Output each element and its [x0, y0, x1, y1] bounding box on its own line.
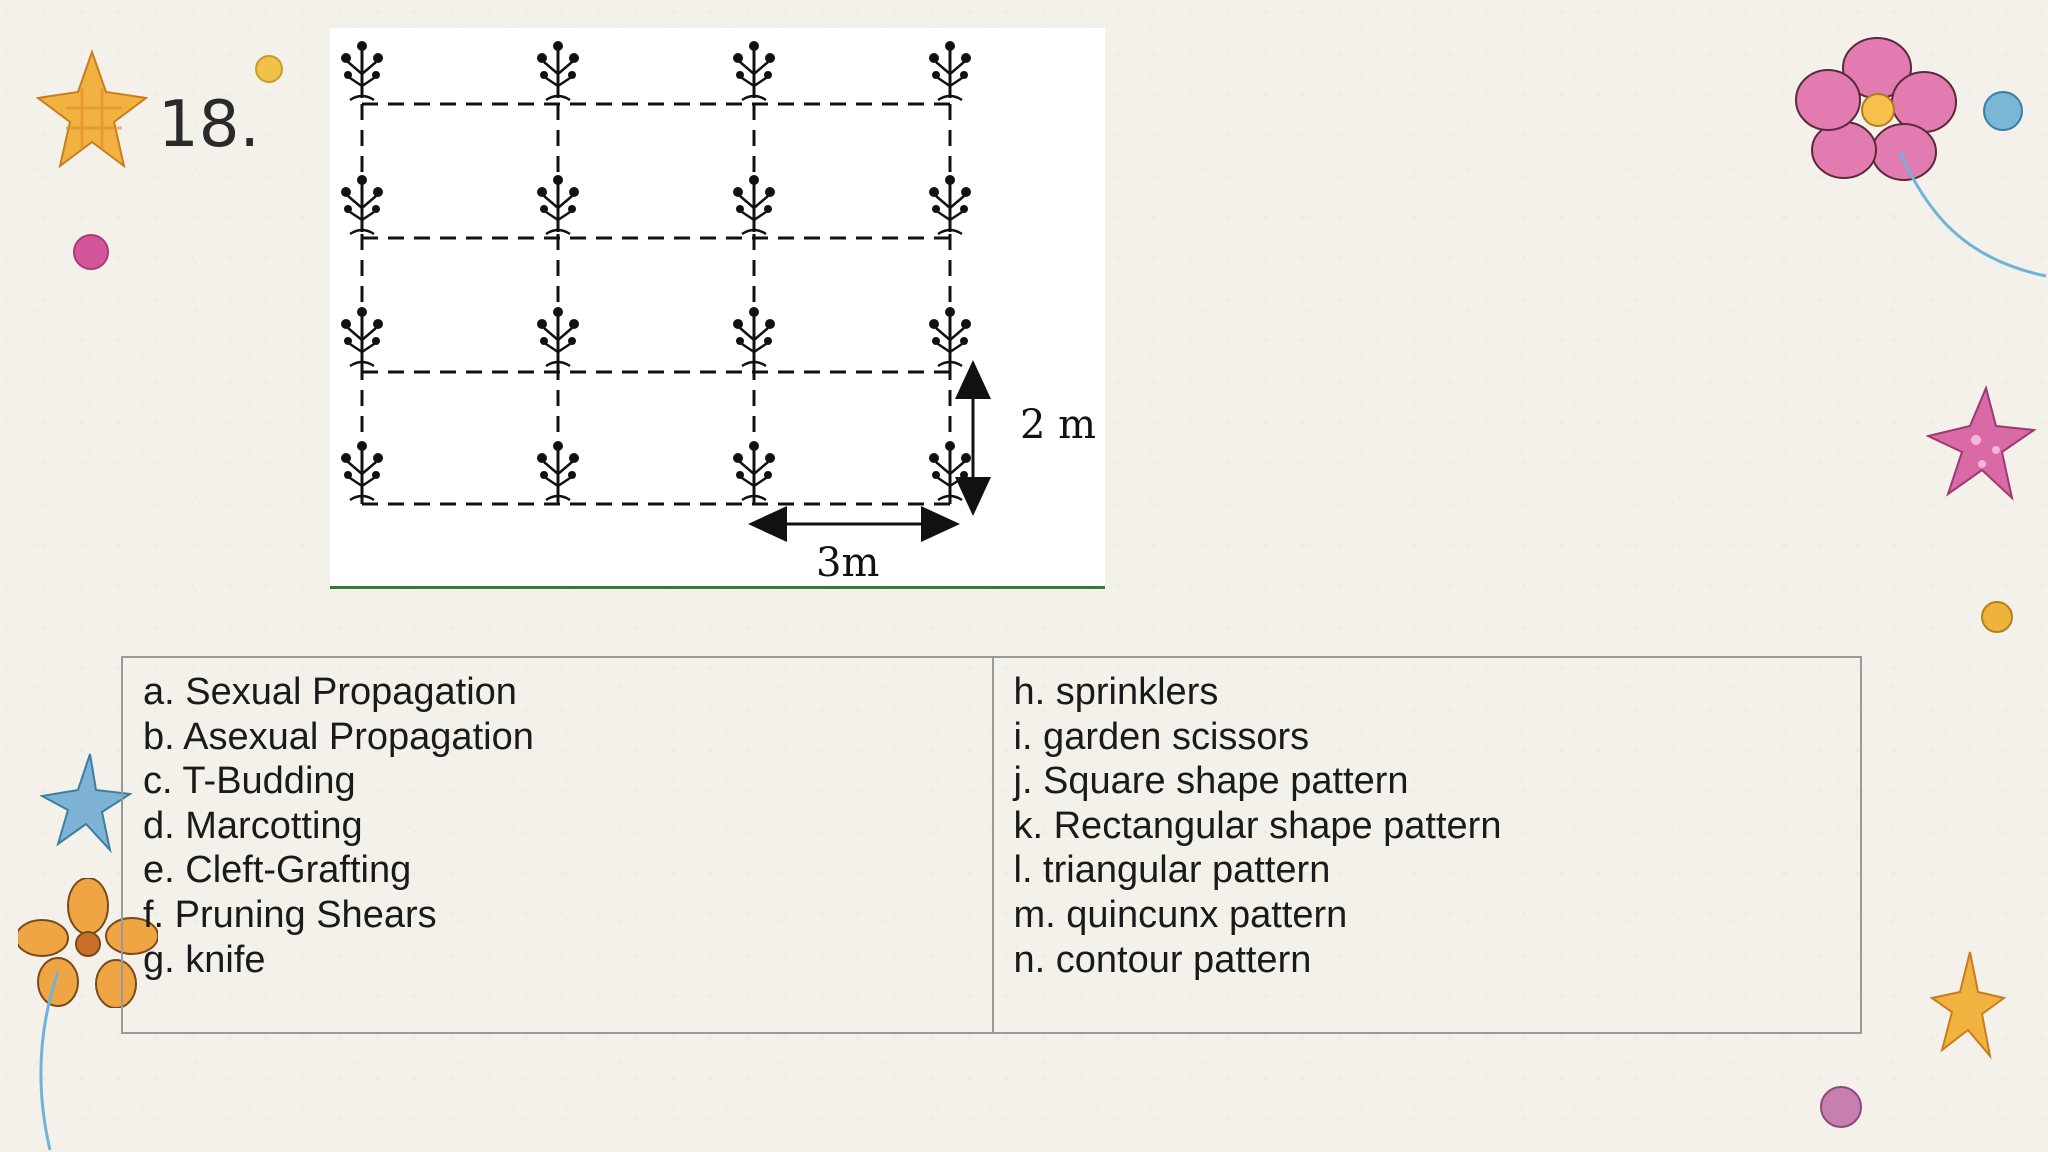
yellow-plaid-star-icon — [36, 48, 148, 169]
option-b: b. Asexual Propagation — [143, 715, 534, 758]
option-l: l. triangular pattern — [1013, 849, 1331, 892]
horizontal-dimension-label: 3m — [816, 540, 879, 583]
tree-icon-grid — [339, 39, 973, 502]
yellow-dot-icon — [255, 55, 283, 83]
option-k: k. Rectangular shape pattern — [1013, 804, 1502, 847]
pink-flower-icon — [1795, 37, 1957, 181]
flower-stem-icon — [39, 971, 60, 1151]
vertical-dimension-label: 2 m — [1020, 402, 1096, 448]
option-i: i. garden scissors — [1013, 715, 1310, 758]
option-m: m. quincunx pattern — [1013, 893, 1348, 936]
yellow-dot-icon — [1981, 601, 2013, 633]
options-column-left: a. Sexual Propagation b. Asexual Propaga… — [123, 658, 992, 1032]
blue-dot-icon — [1983, 91, 2023, 131]
option-j: j. Square shape pattern — [1013, 760, 1409, 803]
options-column-right: h. sprinklers i. garden scissors j. Squa… — [991, 658, 1861, 1032]
option-e: e. Cleft-Grafting — [143, 849, 412, 892]
option-n: n. contour pattern — [1013, 938, 1312, 981]
question-number: 18. — [158, 88, 260, 162]
blue-star-icon — [40, 753, 132, 854]
purple-dot-icon — [1820, 1086, 1862, 1128]
option-d: d. Marcotting — [143, 804, 363, 847]
option-h: h. sprinklers — [1013, 671, 1219, 713]
yellow-star-icon — [1930, 951, 2006, 1060]
option-g: g. knife — [143, 938, 266, 981]
orange-flower-icon — [18, 878, 158, 1008]
pink-dotted-star-icon — [1926, 384, 2036, 501]
flower-stem-icon — [1898, 151, 2047, 278]
answer-options-table: a. Sexual Propagation b. Asexual Propaga… — [121, 656, 1862, 1034]
option-f: f. Pruning Shears — [143, 893, 437, 936]
option-a: a. Sexual Propagation — [143, 671, 517, 713]
option-c: c. T-Budding — [143, 760, 356, 803]
planting-pattern-diagram: 2 m 3m — [330, 28, 1105, 589]
pink-dot-icon — [73, 234, 109, 270]
